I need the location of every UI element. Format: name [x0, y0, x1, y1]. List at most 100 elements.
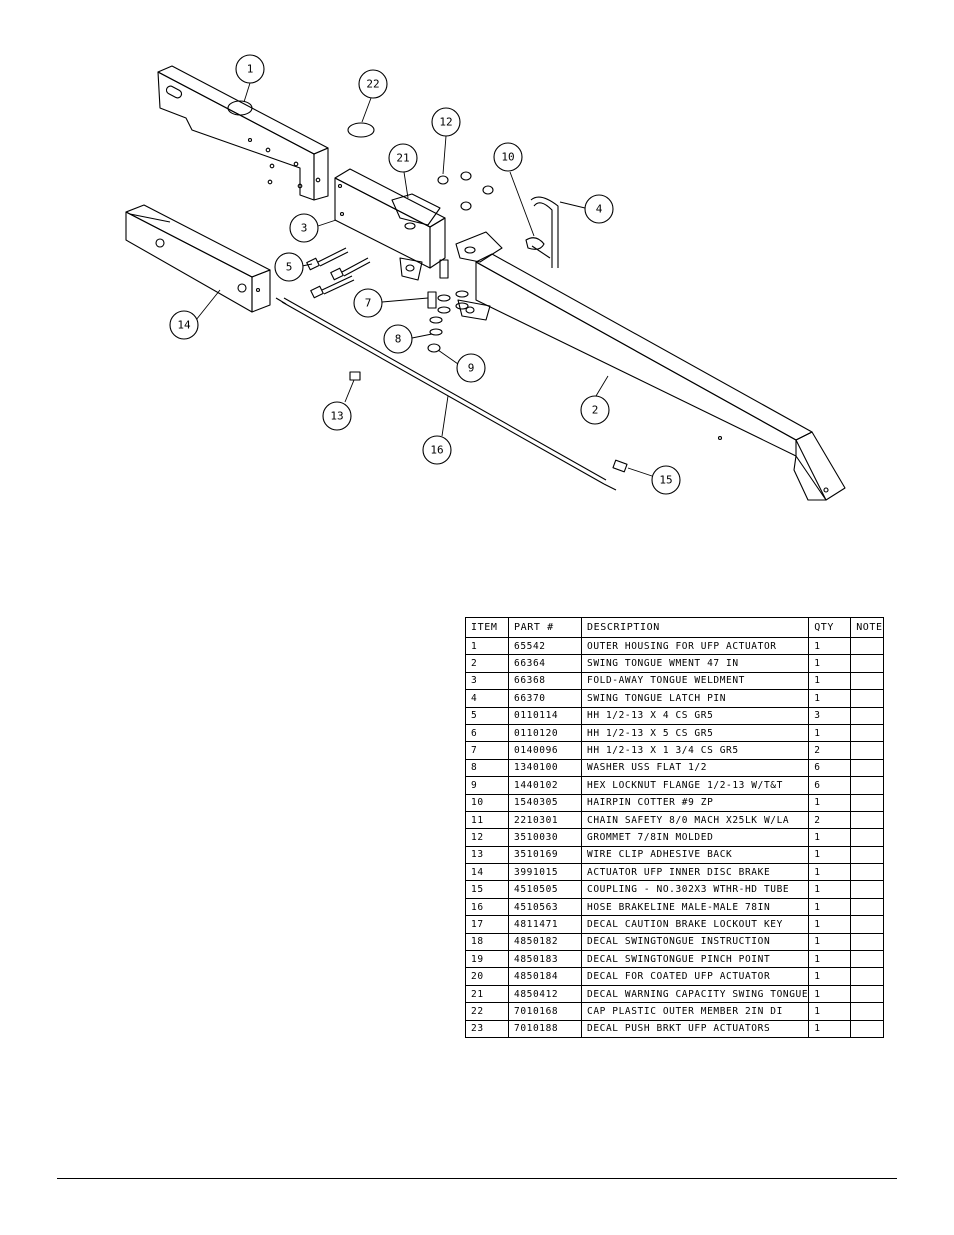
cell-qty: 1 [808, 1019, 852, 1038]
cell-item: 3 [465, 671, 509, 691]
cell-description: HH 1/2-13 X 1 3/4 CS GR5 [580, 741, 810, 760]
cell-item: 23 [465, 1019, 509, 1038]
cell-qty: 2 [808, 741, 852, 760]
cell-qty: 1 [808, 723, 852, 743]
cell-part-number: 66364 [508, 654, 582, 673]
cell-part-number: 4510505 [508, 880, 582, 899]
leader-lines [195, 82, 653, 477]
callout-8: 8 [383, 324, 413, 354]
cell-item: 5 [465, 706, 509, 725]
cell-qty: 1 [808, 967, 852, 986]
cell-item: 14 [465, 863, 509, 882]
cell-qty: 1 [808, 689, 852, 708]
cell-item: 19 [465, 950, 509, 969]
swing-tongue-drawing [455, 231, 846, 501]
cell-description: SWING TONGUE LATCH PIN [580, 689, 810, 708]
svg-text:12: 12 [439, 116, 452, 129]
cell-qty: 1 [808, 880, 852, 899]
cell-part-number: 0140096 [508, 741, 582, 760]
cell-note [850, 776, 884, 795]
cell-note [850, 1019, 884, 1038]
cell-description: GROMMET 7/8IN MOLDED [580, 828, 810, 847]
cell-part-number: 4850412 [508, 984, 582, 1004]
coupling-drawing [612, 459, 628, 473]
svg-text:10: 10 [501, 151, 514, 164]
cell-note [850, 758, 884, 778]
svg-text:21: 21 [396, 152, 409, 165]
cell-part-number: 0110120 [508, 723, 582, 743]
cell-qty: 1 [808, 793, 852, 812]
callout-10: 10 [493, 142, 523, 172]
svg-text:4: 4 [596, 203, 603, 216]
cell-qty: 1 [808, 654, 852, 673]
cell-item: 18 [465, 932, 509, 952]
cell-note [850, 863, 884, 882]
cell-note [850, 845, 884, 865]
hardware-drawing [427, 171, 494, 353]
cell-part-number: 4850183 [508, 950, 582, 969]
cell-item: 10 [465, 793, 509, 812]
header-note: NOTE [850, 617, 884, 638]
svg-text:16: 16 [430, 444, 443, 457]
cell-note [850, 1002, 884, 1021]
bolts-drawing [306, 247, 449, 309]
cell-qty: 1 [808, 932, 852, 952]
cell-part-number: 65542 [508, 636, 582, 656]
cell-description: WASHER USS FLAT 1/2 [580, 758, 810, 778]
cell-qty: 1 [808, 828, 852, 847]
cell-note [850, 671, 884, 691]
cell-qty: 1 [808, 671, 852, 691]
actuator-inner-drawing [125, 204, 271, 313]
cell-part-number: 1540305 [508, 793, 582, 812]
cell-description: DECAL CAUTION BRAKE LOCKOUT KEY [580, 915, 810, 934]
cell-note [850, 810, 884, 830]
cell-description: CHAIN SAFETY 8/0 MACH X25LK W/LA [580, 810, 810, 830]
cell-description: ACTUATOR UFP INNER DISC BRAKE [580, 863, 810, 882]
callout-3: 3 [289, 213, 319, 243]
cell-description: DECAL WARNING CAPACITY SWING TONGUE [580, 984, 810, 1004]
callout-9: 9 [456, 353, 486, 383]
cell-part-number: 3510169 [508, 845, 582, 865]
cell-description: DECAL SWINGTONGUE PINCH POINT [580, 950, 810, 969]
cell-qty: 1 [808, 636, 852, 656]
header-item: ITEM [465, 617, 509, 638]
cell-item: 7 [465, 741, 509, 760]
cell-item: 11 [465, 810, 509, 830]
cell-qty: 3 [808, 706, 852, 725]
latch-pin-drawing [530, 196, 559, 268]
svg-text:15: 15 [659, 474, 672, 487]
cell-qty: 1 [808, 984, 852, 1004]
cell-part-number: 4510563 [508, 897, 582, 917]
cell-part-number: 4850182 [508, 932, 582, 952]
cell-part-number: 4811471 [508, 915, 582, 934]
cell-item: 4 [465, 689, 509, 708]
cell-note [850, 984, 884, 1004]
cell-item: 15 [465, 880, 509, 899]
cell-qty: 6 [808, 776, 852, 795]
cell-description: HEX LOCKNUT FLANGE 1/2-13 W/T&T [580, 776, 810, 795]
svg-text:9: 9 [468, 362, 475, 375]
callout-7: 7 [353, 288, 383, 318]
cell-item: 16 [465, 897, 509, 917]
cell-description: HOSE BRAKELINE MALE-MALE 78IN [580, 897, 810, 917]
cell-part-number: 1440102 [508, 776, 582, 795]
callout-1: 1 [235, 54, 265, 84]
cell-qty: 1 [808, 897, 852, 917]
cell-description: WIRE CLIP ADHESIVE BACK [580, 845, 810, 865]
cell-item: 8 [465, 758, 509, 778]
cell-item: 6 [465, 723, 509, 743]
cell-description: HAIRPIN COTTER #9 ZP [580, 793, 810, 812]
footer-rule [57, 1178, 897, 1179]
